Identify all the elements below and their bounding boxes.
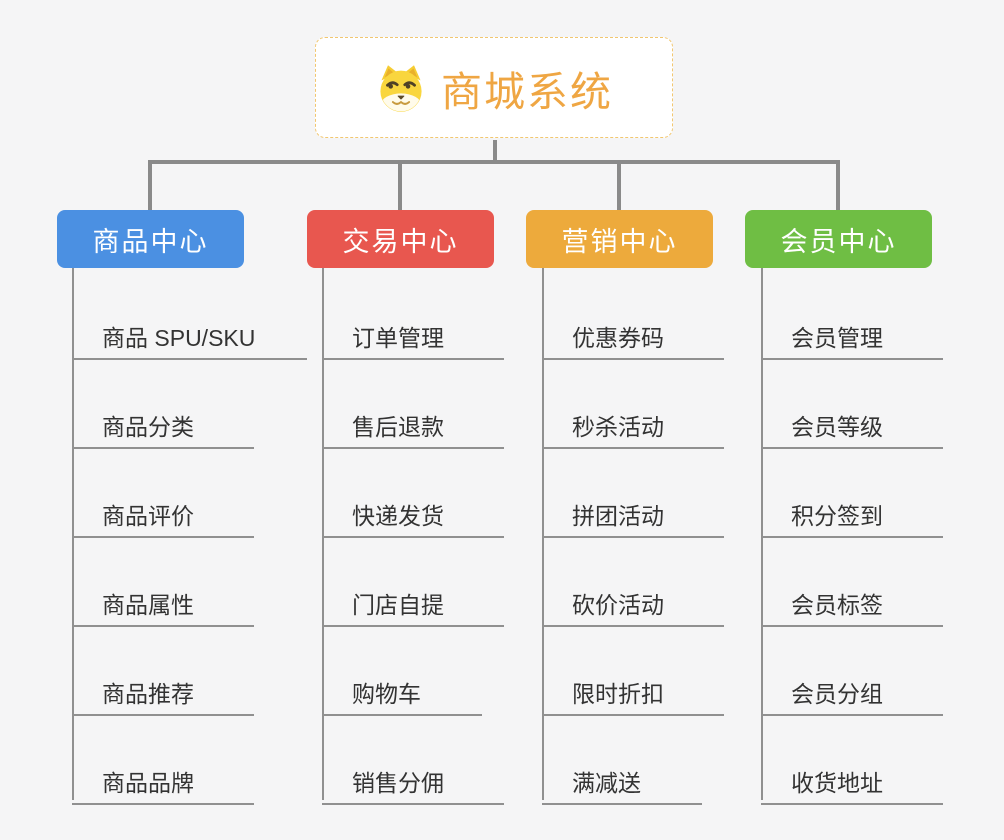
item-flash-sale[interactable]: 秒杀活动: [542, 402, 724, 449]
item-product-spu-sku[interactable]: 商品 SPU/SKU: [72, 313, 307, 360]
item-product-recommend[interactable]: 商品推荐: [72, 669, 254, 716]
branch-spine: [72, 268, 74, 800]
root-node[interactable]: 商城系统: [315, 37, 673, 138]
item-express-delivery[interactable]: 快递发货: [322, 491, 504, 538]
item-product-attribute[interactable]: 商品属性: [72, 580, 254, 627]
root-title: 商城系统: [441, 68, 613, 115]
doge-icon: [375, 62, 427, 114]
item-group-buy[interactable]: 拼团活动: [542, 491, 724, 538]
connector-drop: [836, 160, 840, 212]
item-bargain-activity[interactable]: 砍价活动: [542, 580, 724, 627]
item-member-management[interactable]: 会员管理: [761, 313, 943, 360]
item-store-pickup[interactable]: 门店自提: [322, 580, 504, 627]
item-coupon-code[interactable]: 优惠券码: [542, 313, 724, 360]
connector-drop: [148, 160, 152, 212]
connector-bus: [148, 160, 840, 164]
item-sales-commission[interactable]: 销售分佣: [322, 758, 504, 805]
item-member-tag[interactable]: 会员标签: [761, 580, 943, 627]
item-member-group[interactable]: 会员分组: [761, 669, 943, 716]
connector-root-stem: [493, 140, 497, 164]
item-after-sale-refund[interactable]: 售后退款: [322, 402, 504, 449]
item-limited-time-discount[interactable]: 限时折扣: [542, 669, 724, 716]
item-shipping-address[interactable]: 收货地址: [761, 758, 943, 805]
branch-spine: [761, 268, 763, 800]
item-shopping-cart[interactable]: 购物车: [322, 669, 482, 716]
branch-spine: [542, 268, 544, 800]
branch-product-center[interactable]: 商品中心: [57, 210, 244, 268]
branch-marketing-center[interactable]: 营销中心: [526, 210, 713, 268]
item-points-checkin[interactable]: 积分签到: [761, 491, 943, 538]
item-order-management[interactable]: 订单管理: [322, 313, 504, 360]
branch-member-center[interactable]: 会员中心: [745, 210, 932, 268]
item-product-brand[interactable]: 商品品牌: [72, 758, 254, 805]
connector-drop: [617, 160, 621, 212]
item-full-reduction[interactable]: 满减送: [542, 758, 702, 805]
connector-drop: [398, 160, 402, 212]
item-product-review[interactable]: 商品评价: [72, 491, 254, 538]
item-member-level[interactable]: 会员等级: [761, 402, 943, 449]
branch-spine: [322, 268, 324, 800]
branch-trade-center[interactable]: 交易中心: [307, 210, 494, 268]
item-product-category[interactable]: 商品分类: [72, 402, 254, 449]
